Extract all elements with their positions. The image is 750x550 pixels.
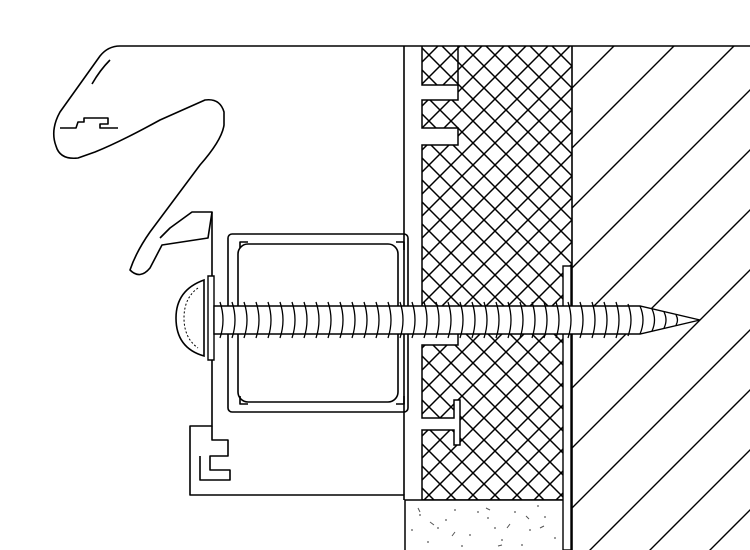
screw-head xyxy=(175,275,215,361)
window-frame-profile xyxy=(52,45,750,500)
vertical-plate xyxy=(562,265,572,550)
insulation-crosshatch xyxy=(421,46,572,501)
screw-icon xyxy=(213,301,701,339)
concrete-block xyxy=(404,499,569,550)
wall-diagonal-hatch xyxy=(571,46,750,550)
